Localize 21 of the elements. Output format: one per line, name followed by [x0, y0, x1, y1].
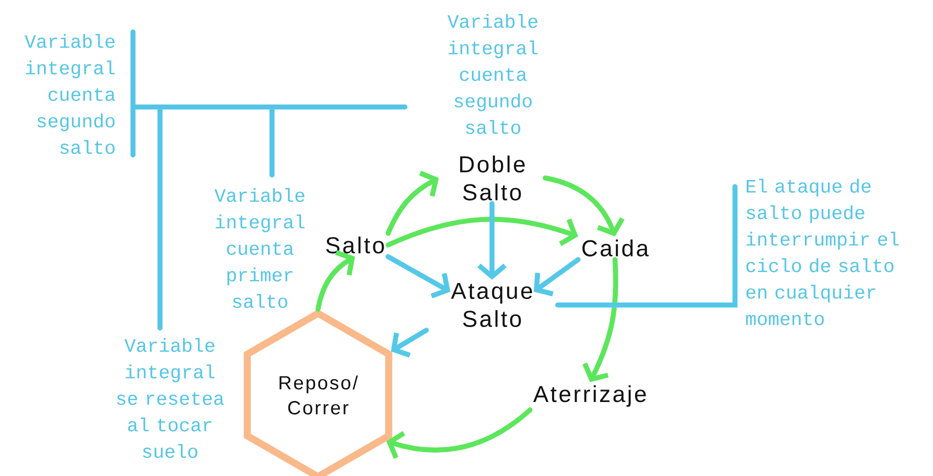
arrow	[534, 257, 581, 296]
state-label: Salto	[326, 236, 384, 254]
state-label: Aterrizaje	[533, 385, 646, 407]
arrow	[386, 170, 439, 236]
state-label: Doble Salto	[460, 156, 525, 200]
arrow	[390, 328, 429, 358]
state-label: Ataque Salto	[451, 282, 532, 328]
arrow	[316, 250, 355, 312]
arrow	[542, 176, 624, 236]
state-label: Caida	[582, 240, 649, 256]
arrow	[386, 407, 532, 459]
arrow	[386, 254, 450, 298]
note-text: El ataque de salto puede interrumpir el ciclo de salto en cualquier momento	[746, 178, 899, 326]
arrow	[386, 216, 578, 248]
note-text: Variable integral cuenta segundo salto	[448, 14, 538, 134]
leader-line	[555, 184, 738, 308]
note-text: Variable integral cuenta segundo salto	[24, 34, 116, 154]
arrow	[582, 257, 618, 382]
note-text: Variable integral se resetea al tocar suelo	[117, 338, 224, 458]
note-text: Variable integral cuenta primer salto	[214, 188, 305, 308]
arrow	[477, 201, 507, 280]
